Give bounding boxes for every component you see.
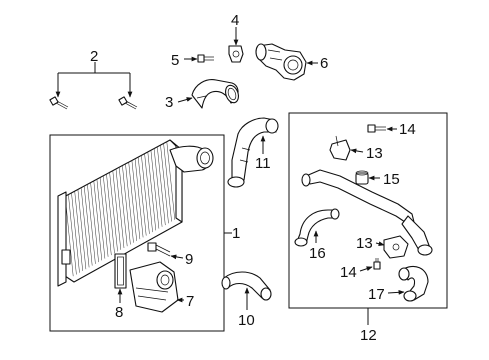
callout-6: 6 bbox=[320, 55, 328, 72]
callout-11: 11 bbox=[255, 155, 271, 172]
bracket-13-top bbox=[329, 135, 351, 161]
radiator-fin bbox=[74, 191, 83, 271]
bolt-5 bbox=[197, 54, 214, 63]
hose-16 bbox=[294, 208, 340, 247]
callout-9: 9 bbox=[185, 251, 193, 268]
radiator-fin bbox=[153, 148, 163, 227]
callout-14-top: 14 bbox=[399, 121, 416, 138]
radiator-fin bbox=[90, 182, 99, 263]
callout-1: 1 bbox=[232, 225, 240, 242]
hose-3 bbox=[191, 79, 239, 109]
callout-16: 16 bbox=[309, 245, 326, 262]
radiator-fin bbox=[80, 187, 90, 268]
radiator-fin bbox=[115, 168, 125, 249]
bolt-9 bbox=[147, 242, 171, 257]
bolt-left bbox=[49, 96, 69, 110]
callout-2: 2 bbox=[90, 48, 98, 65]
callout-17: 17 bbox=[368, 286, 385, 303]
radiator-fin bbox=[103, 175, 112, 256]
intercooler-core bbox=[57, 139, 214, 287]
callout-13-lower: 13 bbox=[356, 235, 373, 252]
radiator-fin bbox=[106, 174, 115, 254]
radiator-fin bbox=[137, 157, 147, 236]
callout-5: 5 bbox=[171, 52, 179, 69]
radiator-fin bbox=[125, 163, 134, 243]
radiator-fin bbox=[112, 170, 122, 250]
hose-10 bbox=[221, 271, 272, 301]
radiator-fin bbox=[141, 155, 150, 234]
bolt-14-lower bbox=[373, 258, 381, 270]
radiator-fin bbox=[71, 192, 80, 273]
radiator-fin bbox=[163, 143, 172, 222]
outlet-tank-7 bbox=[129, 261, 179, 313]
callout-10: 10 bbox=[238, 312, 255, 329]
radiator-fin bbox=[77, 189, 87, 270]
radiator-fin bbox=[157, 146, 166, 226]
radiator-fin bbox=[160, 145, 169, 224]
callout-8: 8 bbox=[115, 304, 123, 321]
radiator-fin bbox=[144, 153, 153, 233]
radiator-fin bbox=[128, 162, 137, 241]
valve-6 bbox=[255, 43, 307, 81]
callout-4: 4 bbox=[231, 12, 239, 29]
radiator-fin bbox=[150, 150, 160, 229]
radiator-fin bbox=[96, 179, 106, 259]
leader-lines bbox=[55, 27, 405, 325]
radiator-fin bbox=[83, 186, 93, 266]
callout-12: 12 bbox=[360, 327, 377, 344]
bracket-13-lower bbox=[383, 235, 409, 259]
radiator-fin bbox=[87, 184, 96, 264]
radiator-fin bbox=[99, 177, 109, 257]
coolant-pipe bbox=[301, 169, 433, 256]
radiator-fin bbox=[134, 158, 144, 238]
gasket-8 bbox=[114, 253, 127, 289]
radiator-fin bbox=[131, 160, 141, 240]
radiator-fin bbox=[109, 172, 118, 252]
radiator-fin bbox=[93, 180, 103, 261]
hose-17 bbox=[398, 265, 429, 302]
radiator-fin bbox=[147, 151, 157, 231]
clamp-15 bbox=[355, 170, 369, 185]
clip-4 bbox=[228, 45, 244, 63]
radiator-fin bbox=[166, 141, 176, 220]
callout-labels: 2 4 5 6 3 11 1 9 8 7 10 14 13 15 16 13 1… bbox=[90, 12, 416, 344]
callout-15: 15 bbox=[383, 171, 400, 188]
callout-3: 3 bbox=[165, 94, 173, 111]
callout-14-lower: 14 bbox=[340, 264, 357, 281]
callout-7: 7 bbox=[186, 293, 194, 310]
hose-11 bbox=[227, 117, 279, 188]
callout-13-top: 13 bbox=[366, 145, 383, 162]
bolt-right bbox=[118, 96, 138, 110]
radiator-fin bbox=[68, 194, 77, 275]
bolt-14-top bbox=[367, 124, 386, 133]
radiator-fin bbox=[122, 165, 131, 245]
radiator-fin bbox=[118, 167, 128, 247]
